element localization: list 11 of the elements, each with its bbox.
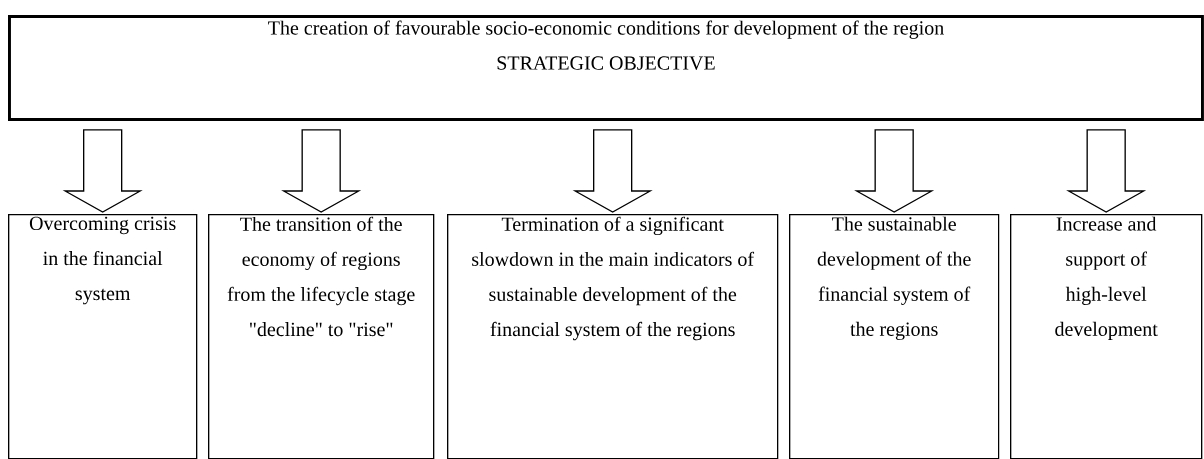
goal-box: Overcoming crisis in the financial system [8,214,198,459]
goal-box: Termination of a significant slowdown in the main indicators of sustainable development of the financial system of the regions [447,214,779,459]
block-arrow [281,129,362,213]
goal-box: The sustainable development of the financial system of the regions [789,214,1000,459]
objective-box: The creation of favourable socio-economic conditions for development of the region STRATEGIC OBJECTIVE [8,15,1204,121]
block-arrow [572,129,653,213]
block-arrow [854,129,935,213]
goal-box: Increase and support of high-level development [1010,214,1203,459]
block-arrow [62,129,143,213]
block-arrow [1066,129,1147,213]
goal-box: The transition of the economy of regions from the lifecycle stage "decline" to "rise" [208,214,435,459]
